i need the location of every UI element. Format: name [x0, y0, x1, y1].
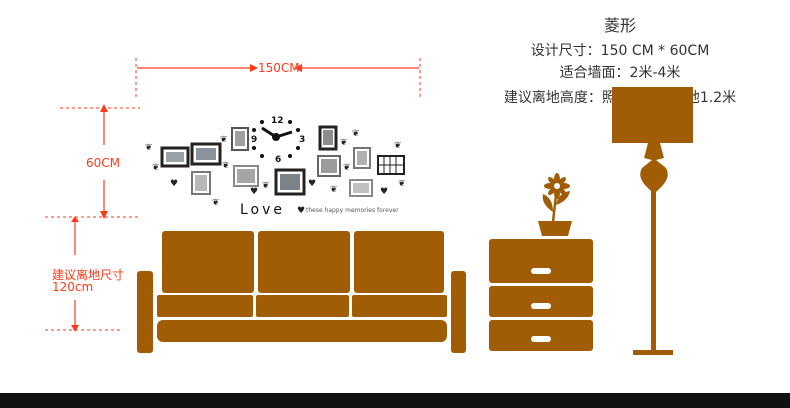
lamp-body — [640, 143, 668, 192]
clock-3: 3 — [299, 135, 305, 145]
svg-text:❦: ❦ — [352, 129, 360, 139]
svg-text:❦: ❦ — [394, 141, 402, 151]
photo-wall — [160, 125, 405, 197]
clock-9: 9 — [251, 135, 257, 145]
svg-text:❦: ❦ — [220, 135, 228, 145]
butterflies: ❦ ❦ ❦ ❦ ❦ ❦ ❦ ❦ ❦ ❦ ❦ ❦ ♥ ♥ ♥ ♥ ♥ — [145, 129, 406, 216]
sofa-base — [157, 320, 447, 342]
tagline-text: these happy memories forever — [306, 207, 399, 214]
svg-text:♥: ♥ — [380, 187, 388, 197]
svg-text:❦: ❦ — [152, 163, 160, 173]
sofa-seat-left — [157, 295, 253, 317]
floor-label-line1: 建议离地尺寸 — [52, 268, 125, 282]
bottom-bar — [0, 393, 790, 408]
sofa-back-cushion-right — [354, 231, 444, 293]
spec-design-size: 设计尺寸：150 CM * 60CM — [530, 43, 710, 59]
wall-clock: 12 3 6 9 — [251, 116, 305, 165]
love-text: Love — [240, 202, 285, 218]
potted-plant — [538, 173, 572, 236]
sofa-armrest-right — [451, 271, 466, 353]
clock-12: 12 — [271, 116, 284, 126]
drawer-middle — [489, 286, 593, 317]
drawer-top — [489, 239, 593, 283]
svg-text:♥: ♥ — [297, 206, 305, 216]
height-label: 60CM — [86, 156, 121, 170]
svg-text:❦: ❦ — [343, 163, 351, 173]
svg-text:♥: ♥ — [170, 179, 178, 189]
sofa-back-cushion-left — [162, 231, 254, 293]
floor-lamp — [612, 87, 693, 355]
lamp-shade — [612, 87, 693, 143]
lamp-pole — [651, 190, 656, 352]
svg-text:❦: ❦ — [330, 185, 338, 195]
svg-text:♥: ♥ — [250, 187, 258, 197]
sofa — [137, 231, 466, 353]
drawer-handle-top — [531, 268, 551, 274]
svg-text:❦: ❦ — [262, 181, 270, 191]
drawer-handle-middle — [531, 303, 551, 309]
spec-wall-size: 适合墙面：2米-4米 — [559, 65, 681, 81]
svg-text:❦: ❦ — [340, 138, 348, 148]
svg-text:♥: ♥ — [308, 179, 316, 189]
floor-dimension — [45, 216, 120, 332]
height-dimension — [45, 104, 140, 219]
svg-text:❦: ❦ — [398, 179, 406, 189]
drawer-bottom — [489, 320, 593, 351]
drawer-handle-bottom — [531, 336, 551, 342]
spec-title: 菱形 — [603, 16, 636, 35]
lamp-base — [633, 350, 673, 355]
sofa-back-cushion-middle — [258, 231, 350, 293]
sofa-seat-right — [352, 295, 447, 317]
svg-text:❦: ❦ — [222, 161, 230, 171]
plant-pot — [538, 221, 572, 236]
drawer-cabinet — [489, 239, 593, 351]
svg-text:❦: ❦ — [212, 198, 220, 208]
floor-label-line2: 120cm — [52, 280, 94, 294]
sofa-seat-middle — [256, 295, 349, 317]
width-label: 150CM — [258, 61, 300, 75]
width-dimension — [135, 58, 421, 100]
clock-6: 6 — [275, 155, 281, 165]
sofa-armrest-left — [137, 271, 153, 353]
svg-text:❦: ❦ — [145, 143, 153, 153]
